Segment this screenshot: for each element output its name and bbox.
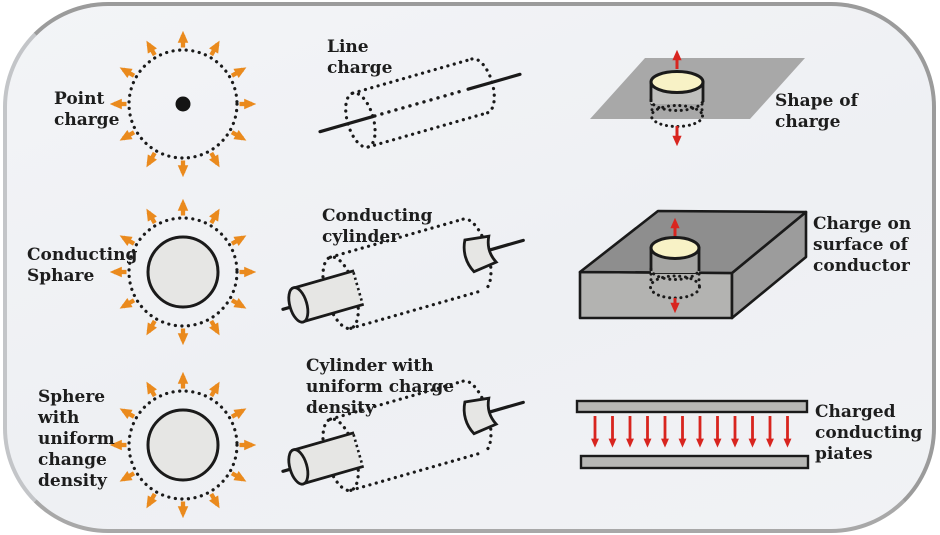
pillbox-top-cap <box>649 70 705 94</box>
line-charge-diagram <box>318 57 522 149</box>
label-line: charge <box>775 112 841 132</box>
shape-of-charge-diagram <box>590 49 805 147</box>
charge-on-surface-label: Charge on surface of conductor <box>813 214 911 277</box>
label-line: density <box>38 471 107 491</box>
point-charge-label: Point charge <box>54 89 119 131</box>
point-charge-dot <box>175 96 191 112</box>
pillbox <box>649 236 701 300</box>
charge-on-surface-diagram <box>578 209 808 320</box>
uniform-sphere-diagram <box>83 371 283 535</box>
surface-intersection-dotted <box>649 267 701 281</box>
charged-plates-label: Charged conducting piates <box>815 402 922 465</box>
label-line: Line <box>327 37 369 57</box>
label-line: Conducting <box>322 206 433 226</box>
conducting-cylinder-label: Conducting cylinder <box>322 206 432 248</box>
label-line: conducting <box>815 423 923 443</box>
wire-line <box>487 400 525 414</box>
plane-intersection-dotted <box>649 98 705 112</box>
hidden-axis-dotted <box>373 88 467 118</box>
gaussian-surface-circle <box>127 389 239 501</box>
field-arrows <box>114 198 252 341</box>
label-line: Charged <box>815 402 896 422</box>
label-line: Sphere <box>38 387 106 407</box>
label-line: surface of <box>813 235 908 255</box>
pillbox-top-cap <box>649 236 701 260</box>
conducting-sphere-diagram <box>83 198 283 372</box>
label-line: Point <box>54 89 105 109</box>
label-line: Conducting <box>27 245 138 265</box>
field-arrows-down <box>591 416 788 448</box>
label-line: conductor <box>813 256 910 276</box>
field-arrows <box>114 371 252 514</box>
uniform-sphere-label: Sphere with uniform change density <box>38 387 115 492</box>
uniform-cylinder-label: Cylinder with uniform charge density <box>306 356 454 419</box>
uniform-cylinder-diagram <box>281 379 525 493</box>
uniform-sphere-shape <box>146 408 220 482</box>
gaussian-surface-circle <box>127 48 239 160</box>
label-line: with <box>38 408 80 428</box>
label-line: Shape of <box>775 91 858 111</box>
line-charge-label: Line charge <box>327 37 392 79</box>
label-line: change <box>38 450 107 470</box>
pillbox <box>649 70 705 128</box>
label-line: Sphare <box>27 266 95 286</box>
top-plate <box>575 399 809 414</box>
field-arrows <box>114 30 252 173</box>
shape-of-charge-label: Shape of charge <box>775 91 858 133</box>
label-line: uniform charge <box>306 377 455 397</box>
label-line: piates <box>815 444 873 464</box>
gaussian-surface-circle <box>127 216 239 328</box>
conductor-cylinder <box>287 396 499 486</box>
label-line: cylinder <box>322 227 400 247</box>
label-line: charge <box>327 58 393 78</box>
wire-line <box>487 238 525 252</box>
conducting-sphere-label: Conducting Sphare <box>27 245 137 287</box>
wire-line <box>318 115 374 134</box>
wire-line <box>466 72 522 91</box>
conducting-sphere-shape <box>146 235 220 309</box>
bottom-plate <box>579 454 810 470</box>
conductor-cylinder <box>287 234 499 324</box>
charged-plates-diagram <box>575 399 810 470</box>
label-line: charge <box>54 110 120 130</box>
label-line: Cylinder with <box>306 356 434 376</box>
point-charge-diagram <box>83 30 283 204</box>
label-line: uniform <box>38 429 115 449</box>
gaussian-surface-cylinder <box>344 57 496 149</box>
label-line: density <box>306 398 375 418</box>
conducting-cylinder-diagram <box>281 217 525 331</box>
label-line: Charge on <box>813 214 912 234</box>
